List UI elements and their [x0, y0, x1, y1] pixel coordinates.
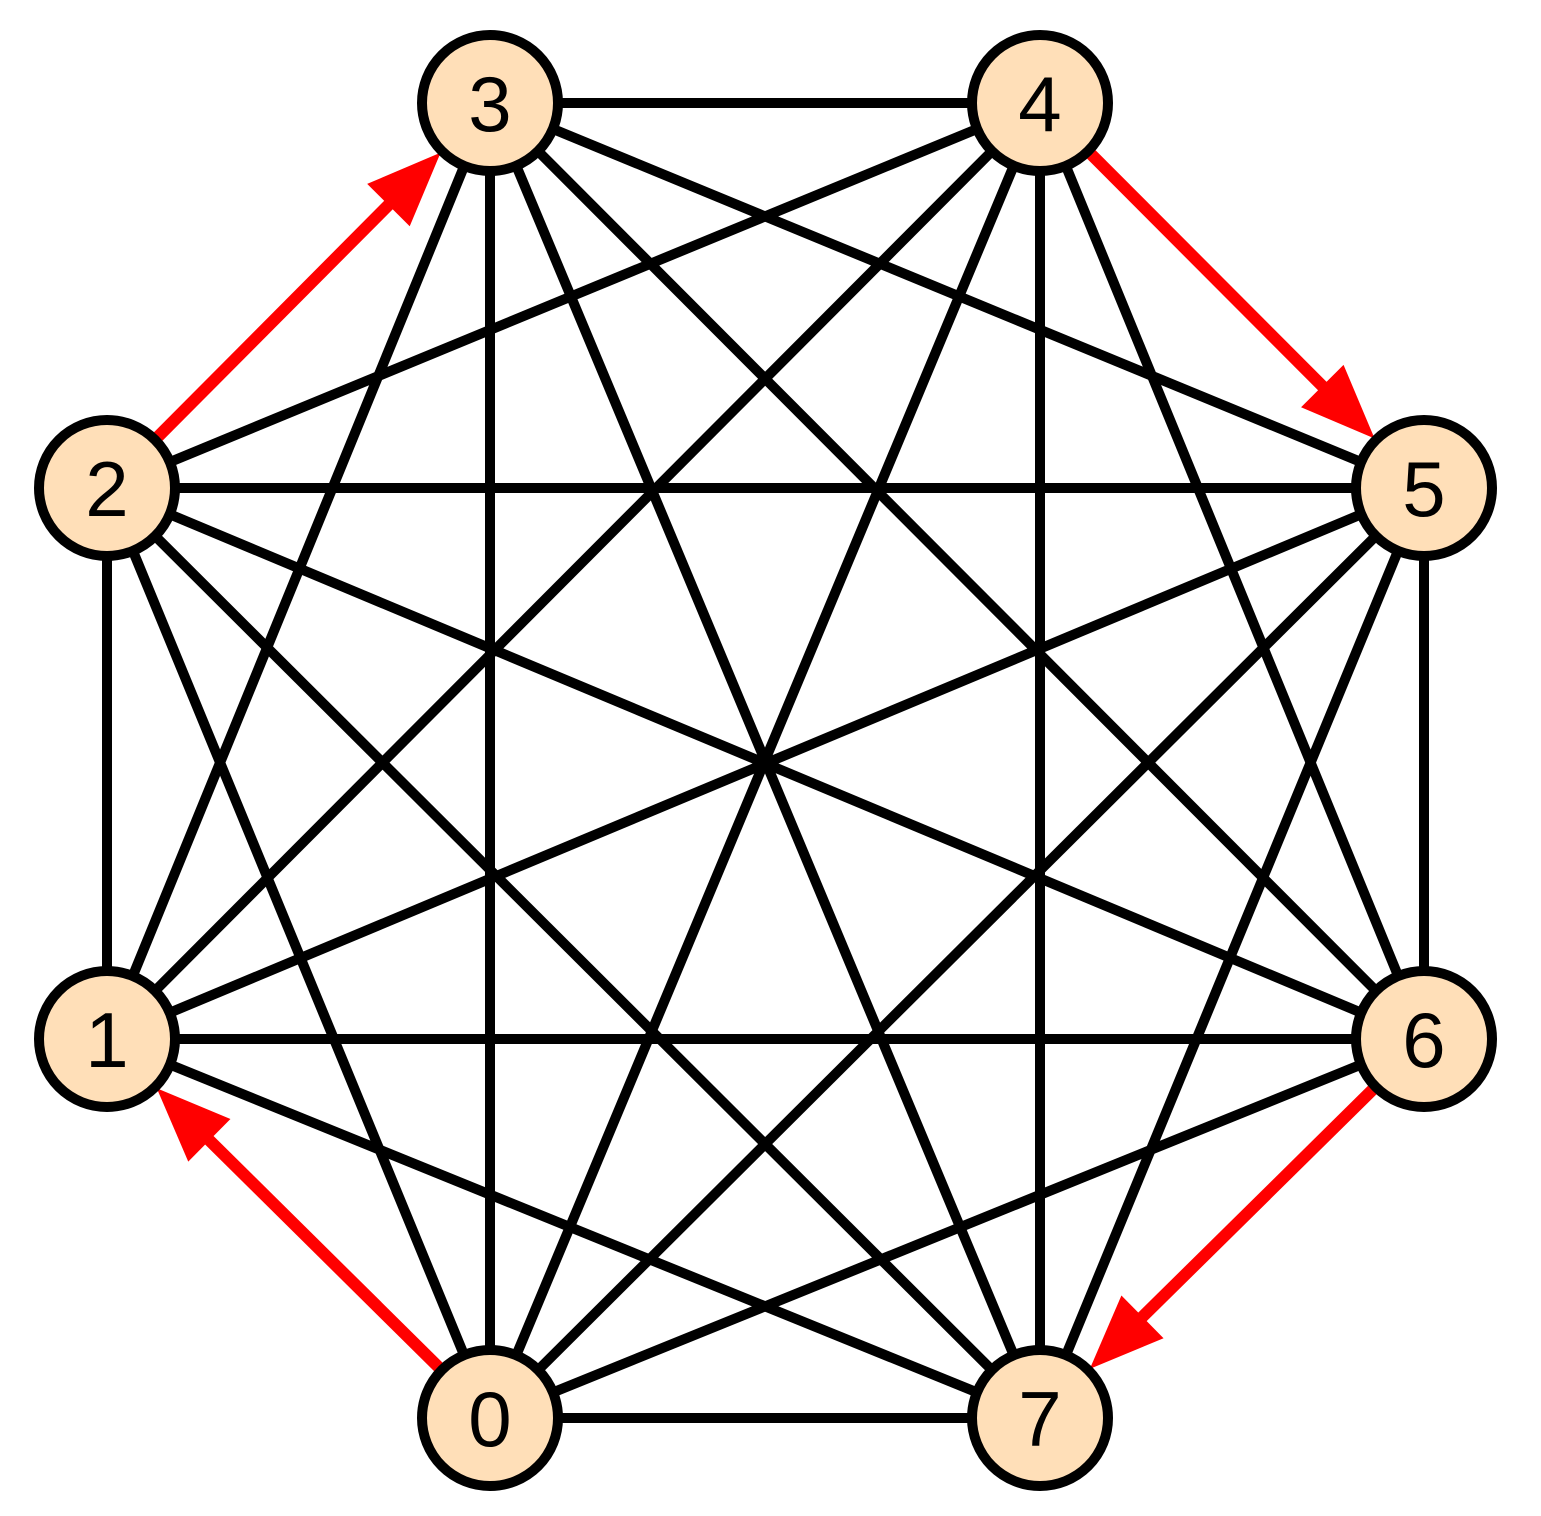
edge-4-6	[1035, 101, 1429, 1041]
node-4: 4	[967, 30, 1113, 176]
node-2: 2	[34, 415, 180, 561]
arrowhead	[156, 1088, 231, 1162]
edge-0-2	[102, 486, 495, 1420]
nodes-layer: 0 1 2 3 4 5 6 7	[34, 30, 1497, 1491]
node-circle	[1351, 966, 1497, 1112]
node-0: 0	[417, 1345, 563, 1491]
directed-edge-shaft	[147, 198, 396, 447]
edge-2-7	[103, 484, 1044, 1422]
edge-1-7	[105, 1034, 1042, 1423]
node-circle	[967, 30, 1113, 176]
directed-edge-shaft	[1080, 144, 1330, 394]
node-label: 5	[1402, 445, 1445, 533]
edge-5-7	[1035, 486, 1429, 1420]
edge-3-6	[486, 99, 1428, 1043]
arrowhead	[367, 152, 441, 227]
directed-edge-shaft	[1135, 1079, 1383, 1324]
node-label: 2	[85, 445, 128, 533]
node-label: 1	[85, 996, 128, 1084]
node-circle	[34, 415, 180, 561]
node-1: 1	[34, 966, 180, 1112]
directed-edge-6-7	[1089, 1079, 1383, 1369]
node-label: 7	[1018, 1375, 1061, 1463]
edge-1-4	[103, 99, 1044, 1043]
node-label: 6	[1402, 996, 1445, 1084]
node-5: 5	[1351, 415, 1497, 561]
node-label: 3	[468, 60, 511, 148]
directed-edge-4-5	[1080, 144, 1375, 439]
node-3: 3	[417, 30, 563, 176]
node-circle	[417, 1345, 563, 1491]
node-circle	[967, 1345, 1113, 1491]
edge-0-5	[486, 484, 1428, 1422]
node-circle	[417, 30, 563, 176]
node-7: 7	[967, 1345, 1113, 1491]
node-6: 6	[1351, 966, 1497, 1112]
node-circle	[1351, 415, 1497, 561]
edge-3-7	[485, 101, 1045, 1420]
directed-edge-0-1	[156, 1088, 449, 1378]
node-label: 0	[468, 1375, 511, 1463]
directed-edge-shaft	[202, 1133, 449, 1378]
edges-layer	[102, 98, 1429, 1423]
directed-edge-2-3	[147, 152, 441, 447]
arrowhead	[1089, 1295, 1164, 1369]
arrowhead	[1301, 364, 1375, 439]
node-label: 4	[1018, 60, 1061, 148]
directed-edges-layer	[147, 144, 1383, 1378]
edge-3-5	[488, 98, 1426, 493]
node-circle	[34, 966, 180, 1112]
